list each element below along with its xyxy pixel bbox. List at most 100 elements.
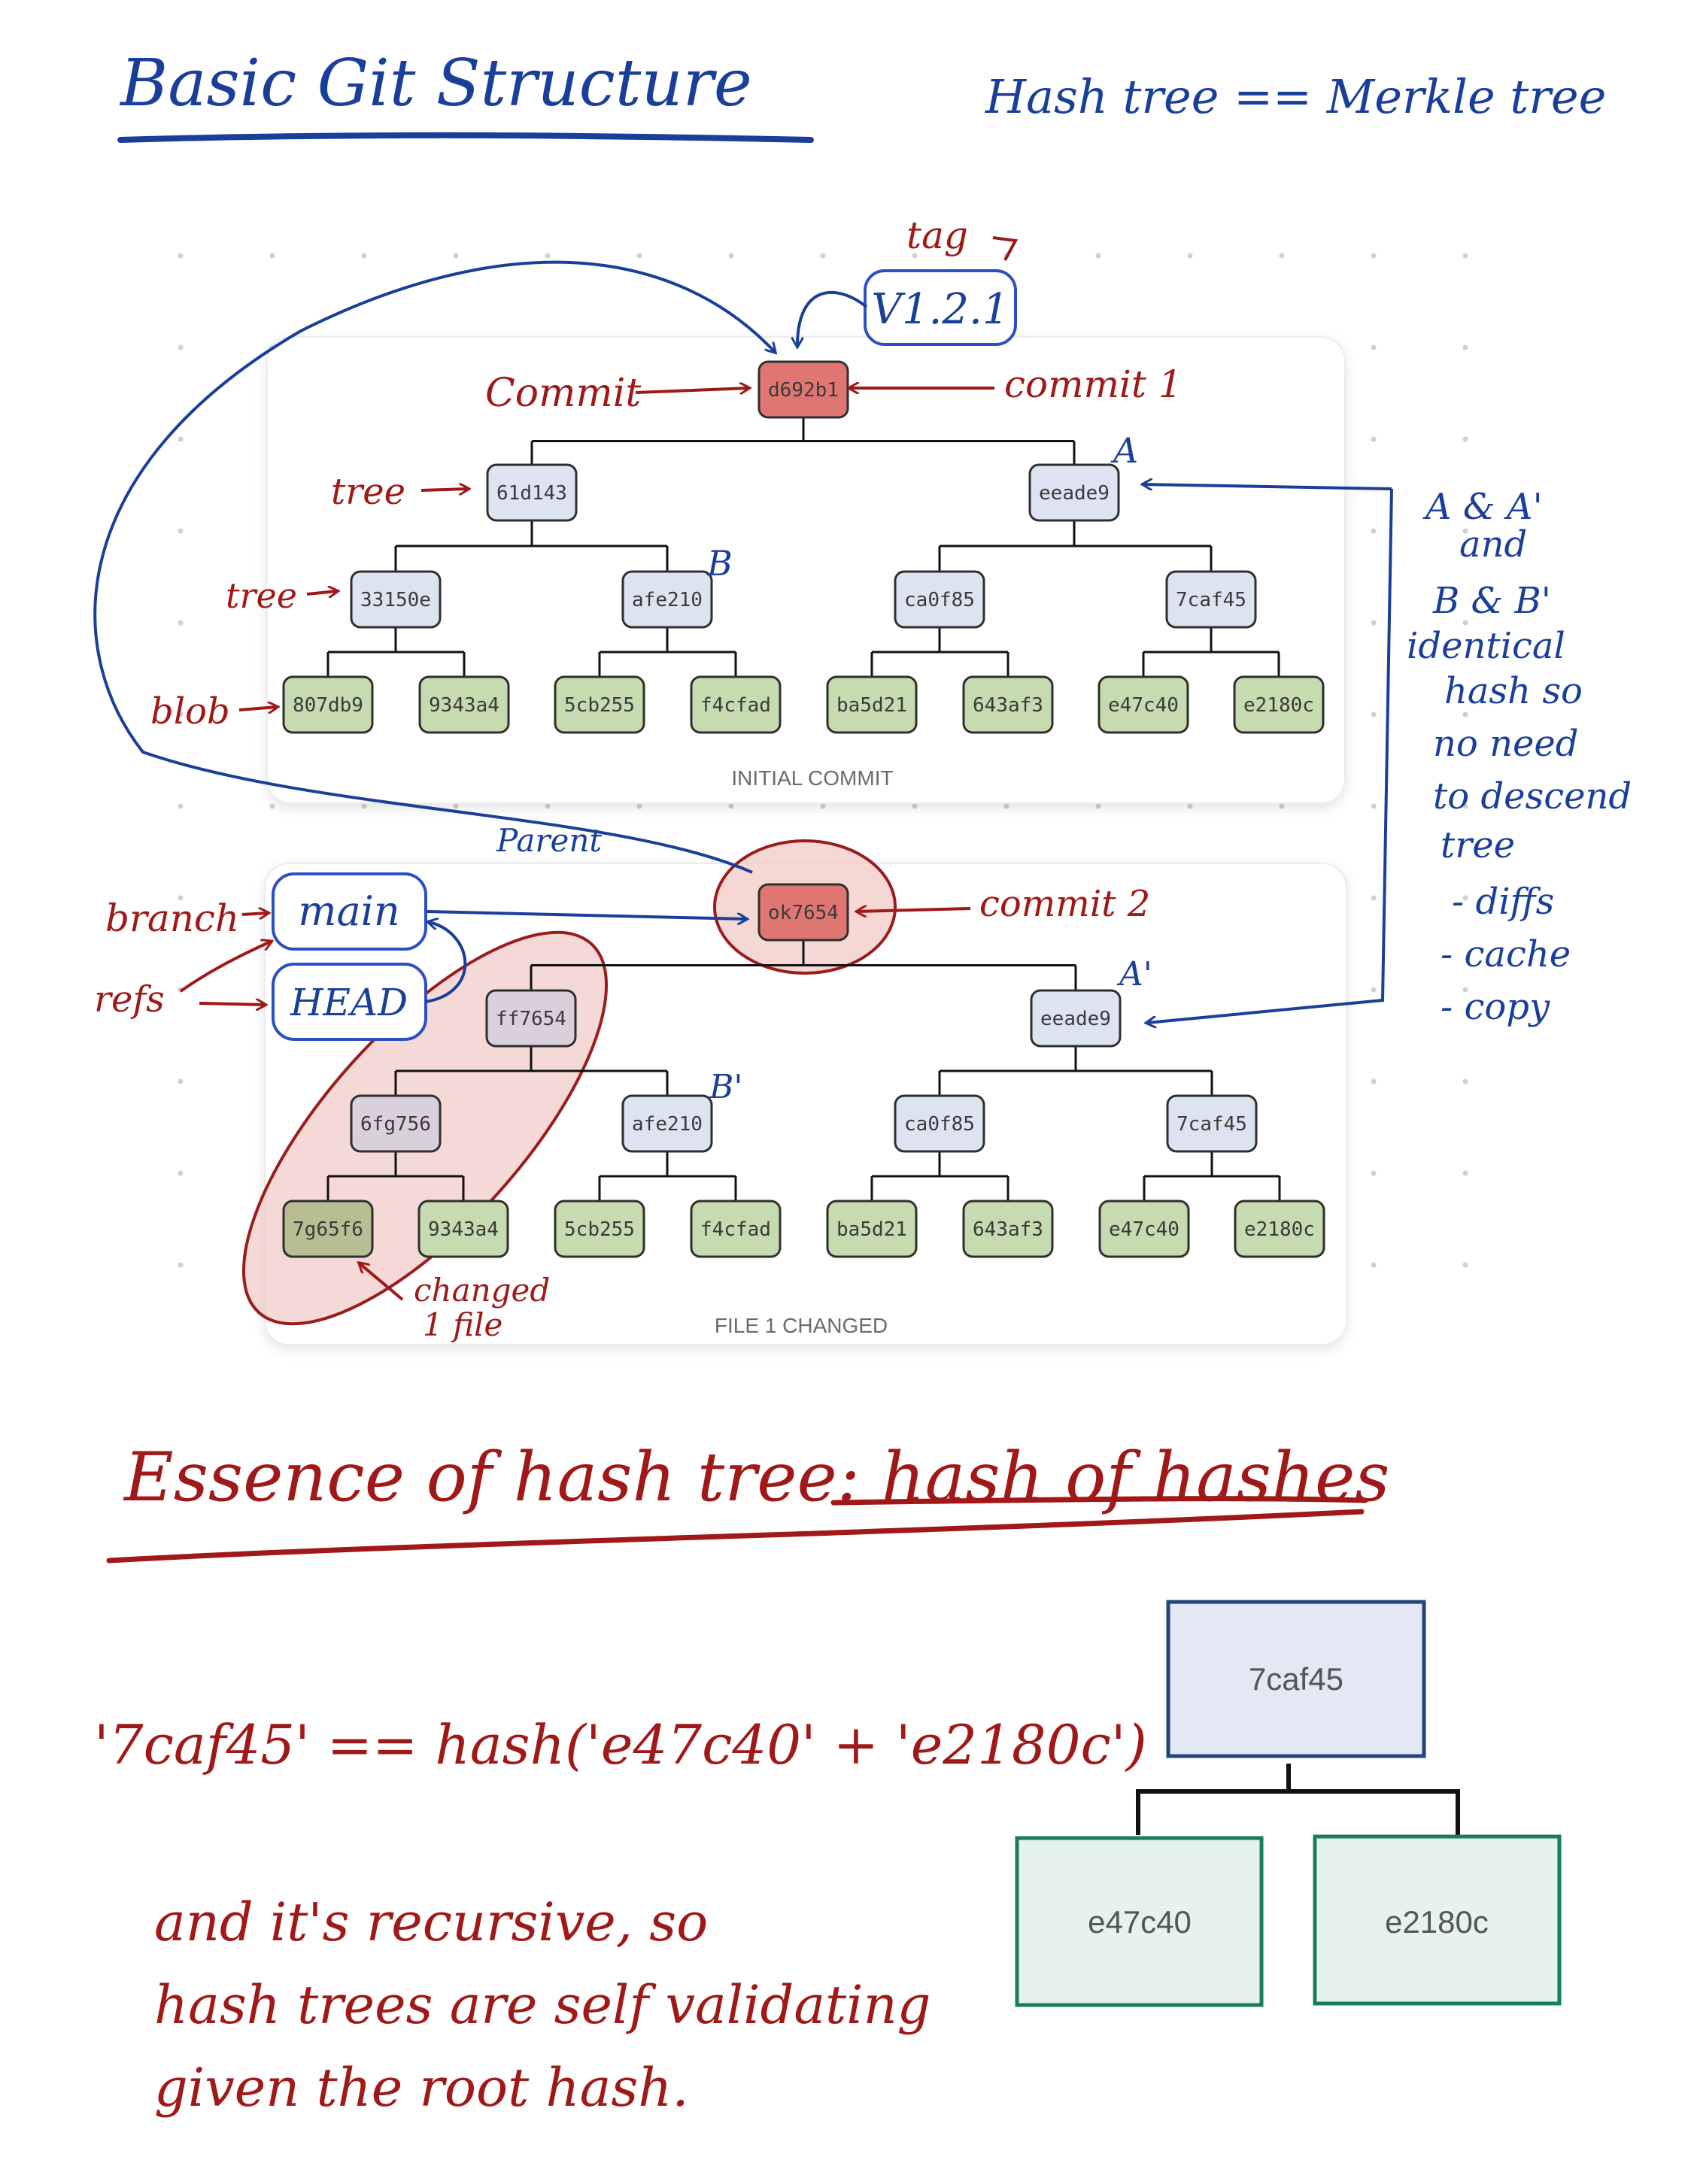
grid-dot xyxy=(636,803,642,809)
grid-dot xyxy=(545,803,551,809)
tree-node-hash: 33150e xyxy=(360,589,431,611)
grid-dot xyxy=(178,1262,184,1268)
a-prime-bracket xyxy=(1147,488,1393,1023)
page-subtitle: Hash tree == Merkle tree xyxy=(985,69,1606,124)
grid-dot xyxy=(1462,987,1468,993)
blob-node xyxy=(962,1200,1054,1258)
blob-node-hash: e2180c xyxy=(1244,1218,1315,1241)
commit-label-arrow xyxy=(635,388,748,393)
blob-node-hash: 807db9 xyxy=(293,694,363,717)
blob-node-hash: f4cfad xyxy=(700,1218,771,1241)
tree-connector xyxy=(598,622,737,682)
blob-node-hash: 643af3 xyxy=(973,694,1043,717)
commit1-label: commit 1 xyxy=(1004,362,1183,406)
head-label: HEAD xyxy=(290,981,408,1024)
grid-dot xyxy=(1371,711,1377,717)
blob-node xyxy=(554,1200,645,1258)
tree-node-hash: afe210 xyxy=(632,589,703,611)
blob-node-hash: 5cb255 xyxy=(564,1218,635,1241)
grid-dot xyxy=(178,528,184,534)
side-note-line: no need xyxy=(1433,723,1579,765)
grid-dot xyxy=(178,711,184,717)
grid-dot xyxy=(1462,253,1468,259)
blob-node-hash: ba5d21 xyxy=(836,1218,907,1241)
tree-node xyxy=(350,1094,442,1153)
side-note-line: - cache xyxy=(1441,933,1571,975)
grid-dot xyxy=(361,253,367,259)
blob-node-hash: 643af3 xyxy=(973,1218,1043,1241)
branch-label: branch xyxy=(105,896,239,940)
blob-node-hash: 9343a4 xyxy=(429,694,499,717)
tree-node xyxy=(1030,989,1122,1048)
grid-dot xyxy=(178,895,184,901)
grid-dot xyxy=(269,803,275,809)
tree-node xyxy=(621,570,713,629)
refs-arrow-head xyxy=(199,1003,265,1005)
tag-hook xyxy=(992,236,1019,261)
blob-label-arrow xyxy=(238,707,277,710)
example-parent-node xyxy=(1166,1600,1426,1758)
grid-dot xyxy=(1462,620,1468,626)
example-child-right xyxy=(1313,1834,1562,2006)
side-note-line: identical xyxy=(1407,625,1565,667)
marker-b-prime: B' xyxy=(709,1068,742,1106)
grid-dot xyxy=(1462,1262,1468,1268)
tree-connector xyxy=(1142,622,1280,682)
grid-dot xyxy=(178,620,184,626)
blob-node-hash: 5cb255 xyxy=(564,694,635,717)
grid-dot xyxy=(1187,803,1193,809)
grid-dot xyxy=(453,253,459,259)
blob-node xyxy=(690,675,782,734)
side-note-line: and xyxy=(1459,523,1527,566)
grid-dot xyxy=(1371,1078,1377,1084)
grid-dot xyxy=(1371,253,1377,259)
grid-dot xyxy=(1462,528,1468,534)
branch-main-label: main xyxy=(298,887,399,935)
tree-node xyxy=(894,570,985,629)
marker-a: A xyxy=(1110,430,1138,471)
tree-connector xyxy=(1143,1146,1281,1206)
tree-label-2-arrow xyxy=(306,591,337,594)
tree-label-1-arrow xyxy=(420,489,468,490)
grid-dot xyxy=(1003,803,1009,809)
tree-node xyxy=(894,1094,985,1153)
parent-label: Parent xyxy=(496,822,602,859)
tag-label: tag xyxy=(906,214,968,257)
tree-node-hash: ff7654 xyxy=(496,1008,566,1030)
blob-node-hash: e2180c xyxy=(1243,694,1314,717)
tree-node-hash: ca0f85 xyxy=(904,1113,975,1136)
tree-connector xyxy=(326,1146,465,1206)
side-note-line: to descend xyxy=(1433,775,1632,817)
changed-file-arrow xyxy=(360,1263,404,1301)
page-title: Basic Git Structure xyxy=(119,46,752,121)
blob-label: blob xyxy=(150,690,230,733)
changed-file-line-2: 1 file xyxy=(423,1306,502,1343)
grid-dot xyxy=(453,803,459,809)
blob-node-hash: ba5d21 xyxy=(836,694,907,717)
grid-dot xyxy=(820,803,826,809)
grid-dot xyxy=(1462,1170,1468,1176)
grid-dot xyxy=(269,253,275,259)
tree-node-hash: 6fg756 xyxy=(360,1113,431,1136)
tree-node-hash: ca0f85 xyxy=(904,589,975,611)
tag-arrow xyxy=(797,290,868,346)
side-note-line: - diffs xyxy=(1452,881,1554,923)
tree-connector xyxy=(598,1146,737,1206)
essence-formula: '7caf45' == hash('e47c40' + 'e2180c') xyxy=(94,1713,1147,1776)
tag-box xyxy=(864,269,1017,346)
tree-connector xyxy=(870,622,1009,682)
initial-commit-caption: INITIAL COMMIT xyxy=(731,766,893,790)
grid-dot xyxy=(178,436,184,442)
tree-node xyxy=(485,989,577,1048)
tag-value: V1.2.1 xyxy=(872,285,1009,334)
grid-dot xyxy=(178,253,184,259)
tree-label-2: tree xyxy=(226,575,297,616)
essence-note-line-3: given the root hash. xyxy=(154,2057,689,2119)
marker-a-prime: A' xyxy=(1116,955,1152,993)
tree-connector xyxy=(870,1146,1009,1206)
grid-dot xyxy=(728,803,734,809)
